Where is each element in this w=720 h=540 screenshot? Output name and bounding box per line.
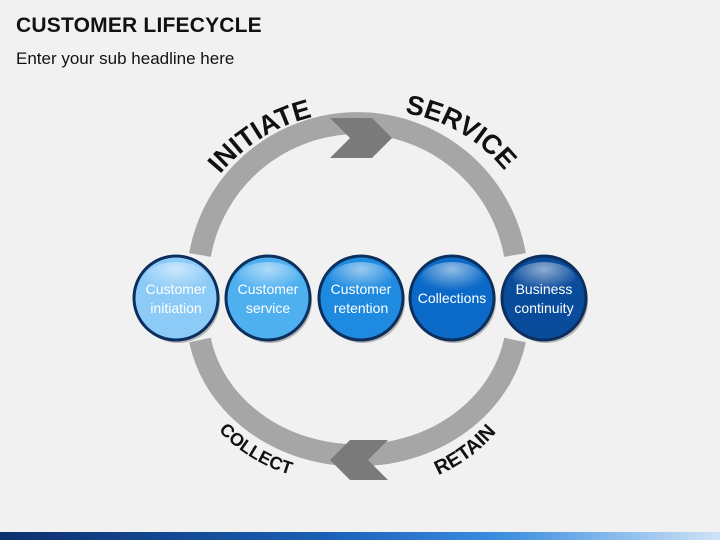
page-title: CUSTOMER LIFECYCLE: [16, 14, 262, 37]
footer-bar: [0, 532, 720, 540]
top-chevron-arrow: [330, 118, 392, 158]
stage-label: Collections: [418, 290, 486, 306]
bottom-chevron-arrow: [330, 440, 388, 480]
stage-bubble-4: Collections: [408, 254, 496, 343]
page-subtitle: Enter your sub headline here: [16, 49, 235, 68]
